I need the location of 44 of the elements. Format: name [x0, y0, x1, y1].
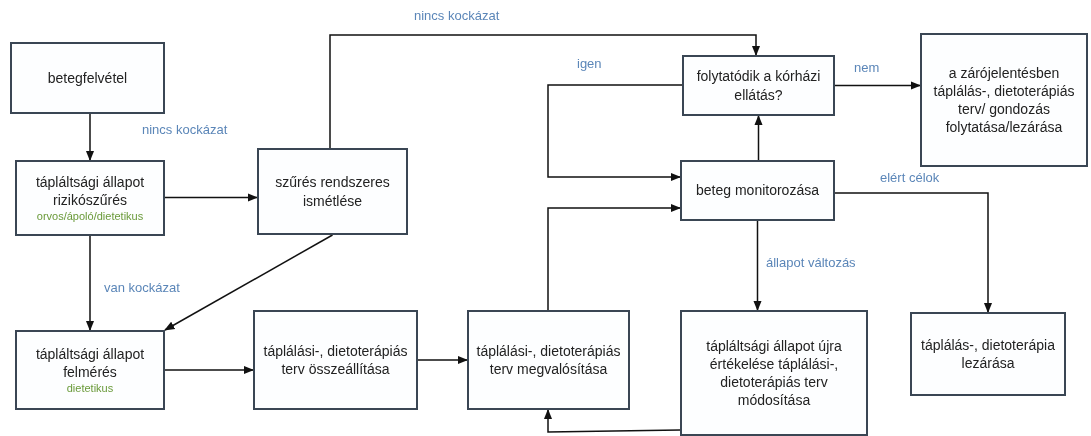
box-text: betegfelvétel — [47, 68, 128, 88]
role-text: dietetikus — [66, 381, 114, 396]
process-box — [15, 160, 165, 236]
process-box — [15, 330, 165, 410]
arrow — [547, 203, 682, 311]
process-box — [467, 310, 630, 410]
box-text: a zárójelentésben táplálás-, dietoterápiás terv/ gondozás folytatása/lezárása — [932, 63, 1076, 137]
arrow — [754, 114, 763, 161]
arrow — [164, 234, 334, 331]
process-box — [680, 160, 835, 221]
box-text: táplálási-, dietoterápiás terv megvalósítása — [475, 341, 622, 379]
process-box — [10, 42, 165, 114]
box-text: szűrés rendszeres ismétlése — [274, 173, 391, 210]
arrow — [164, 365, 255, 375]
arrow — [417, 355, 469, 365]
arrow — [834, 192, 993, 314]
box-text: folytatódik a kórházi ellátás? — [695, 67, 822, 104]
box-text: táplálási-, dietoterápiás terv összeállítása — [262, 341, 409, 379]
process-box — [680, 310, 868, 436]
arrow — [753, 220, 762, 312]
edge-label: elért célok — [878, 170, 942, 185]
arrow — [329, 34, 761, 149]
edge-label: igen — [575, 56, 604, 71]
edge-label: állapot változás — [764, 255, 858, 270]
edge-label: van kockázat — [102, 280, 182, 295]
arrow — [543, 408, 681, 433]
arrow — [164, 193, 259, 202]
edge-label: nincs kockázat — [140, 122, 230, 137]
arrow — [85, 235, 95, 332]
process-box — [257, 148, 408, 235]
box-text: tápláltsági állapot rizikószűrés — [34, 172, 146, 210]
box-text: táplálás-, dietoterápia lezárása — [920, 335, 1056, 373]
box-text: beteg monitorozása — [696, 181, 819, 200]
arrow — [85, 113, 95, 162]
edge-label: nincs kockázat — [412, 8, 502, 23]
box-text: tápláltsági állapot felmérés — [34, 344, 146, 382]
box-text: tápláltsági állapot újra értékelése táplálási-, dietoterápiás terv módosítása — [705, 336, 843, 410]
arrow — [547, 84, 683, 182]
process-box — [910, 312, 1066, 396]
process-box — [682, 55, 835, 116]
arrow — [834, 81, 922, 90]
process-box — [920, 33, 1088, 167]
role-text: orvos/ápoló/dietetikus — [36, 209, 144, 224]
process-box — [253, 310, 418, 410]
